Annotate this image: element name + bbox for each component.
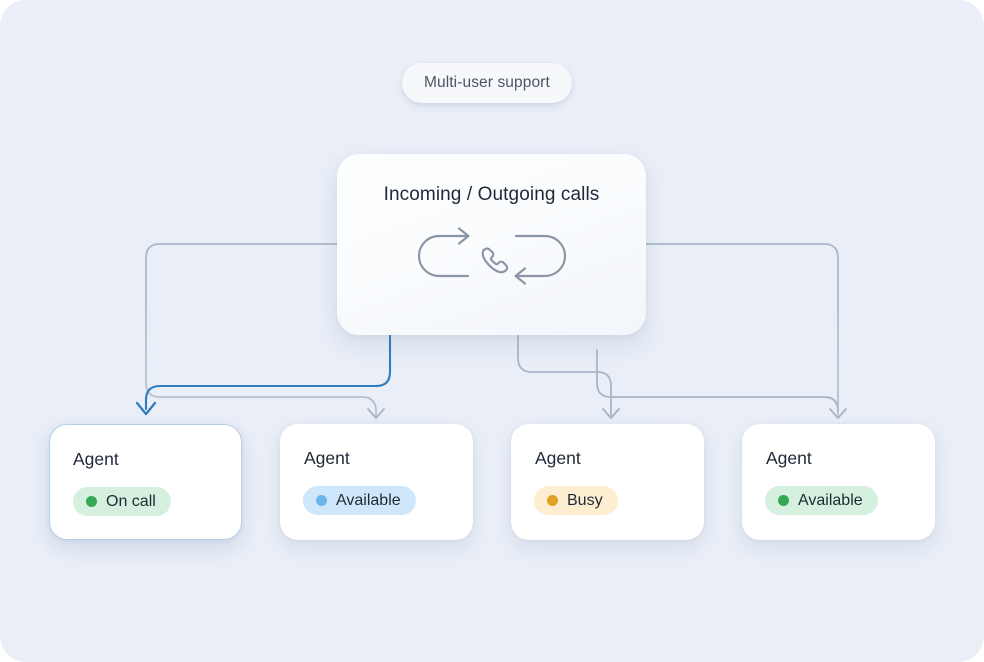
agent-card-1-status-label: On call — [106, 492, 156, 510]
multi-user-support-label: Multi-user support — [424, 74, 550, 91]
agent-card-4-title: Agent — [766, 448, 812, 468]
agent-card-4-status-badge: Available — [765, 486, 878, 515]
connector-arrowhead-1-highlighted — [135, 401, 157, 416]
incoming-outgoing-calls-card[interactable]: Incoming / Outgoing calls — [337, 154, 646, 335]
agent-card-1-status-badge: On call — [73, 487, 171, 516]
connector-path-inner-left — [517, 334, 612, 416]
connector-arrowhead-4 — [829, 408, 847, 419]
connector-arrowhead-2 — [367, 408, 385, 419]
multi-user-support-pill[interactable]: Multi-user support — [402, 63, 572, 103]
agent-card-4[interactable]: Agent Available — [742, 424, 935, 540]
status-dot-icon — [86, 496, 97, 507]
agent-card-1[interactable]: Agent On call — [49, 424, 242, 540]
connector-arrowhead-3 — [602, 408, 620, 419]
agent-card-2-title: Agent — [304, 448, 350, 468]
agent-card-2-status-badge: Available — [303, 486, 416, 515]
agent-card-2-status-label: Available — [336, 491, 401, 509]
agent-card-3-title: Agent — [535, 448, 581, 468]
connector-path-inner-right — [596, 349, 839, 412]
status-dot-icon — [316, 495, 327, 506]
agent-card-4-status-label: Available — [798, 491, 863, 509]
agent-card-3-status-badge: Busy — [534, 486, 618, 515]
connector-path-outer-right — [645, 243, 839, 416]
agent-card-2[interactable]: Agent Available — [280, 424, 473, 540]
agent-card-3-status-label: Busy — [567, 491, 603, 509]
status-dot-icon — [547, 495, 558, 506]
incoming-outgoing-calls-icon — [417, 227, 566, 285]
agent-card-3[interactable]: Agent Busy — [511, 424, 704, 540]
agent-card-1-title: Agent — [73, 449, 119, 469]
status-dot-icon — [778, 495, 789, 506]
incoming-outgoing-calls-title: Incoming / Outgoing calls — [383, 184, 600, 205]
connector-path-highlighted — [144, 333, 392, 411]
